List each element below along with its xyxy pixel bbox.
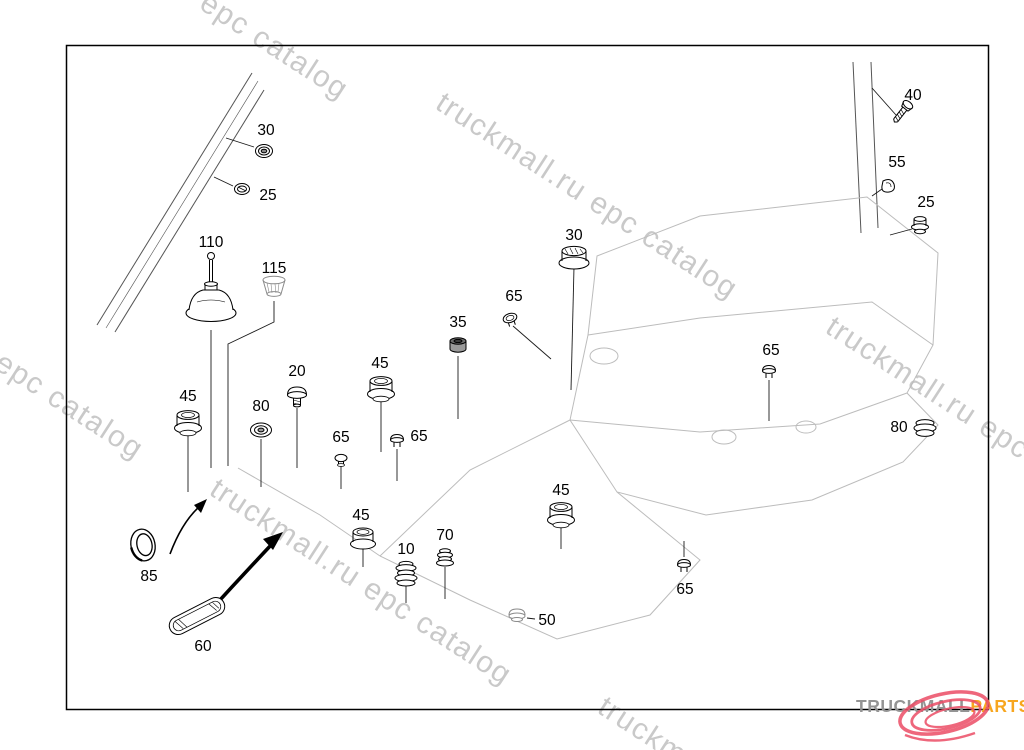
part-label-55[interactable]: 55 bbox=[888, 154, 906, 171]
part-plug-45-lower bbox=[350, 527, 376, 550]
part-clip-55 bbox=[881, 179, 895, 193]
part-label-65[interactable]: 65 bbox=[762, 342, 780, 359]
part-plug-35 bbox=[449, 337, 467, 353]
part-label-35[interactable]: 35 bbox=[449, 314, 467, 331]
direction-arrows bbox=[169, 499, 283, 614]
part-ring-85 bbox=[130, 528, 156, 562]
part-cap-65-c bbox=[390, 433, 404, 447]
part-label-65[interactable]: 65 bbox=[505, 288, 523, 305]
part-bellows-10 bbox=[394, 560, 418, 587]
part-label-10[interactable]: 10 bbox=[397, 541, 415, 558]
brand-name: TRUCKMALL bbox=[856, 696, 971, 716]
leader-lines bbox=[187, 87, 913, 620]
part-plug-20 bbox=[287, 386, 307, 408]
part-plug-45-a bbox=[367, 376, 395, 403]
part-plate-60 bbox=[168, 596, 226, 636]
body-panel-right bbox=[852, 61, 879, 234]
part-label-115[interactable]: 115 bbox=[261, 260, 287, 277]
part-label-80[interactable]: 80 bbox=[252, 398, 270, 415]
part-label-30[interactable]: 30 bbox=[257, 122, 275, 139]
part-plug-50 bbox=[508, 608, 526, 622]
body-panel-left bbox=[96, 72, 265, 333]
part-label-65[interactable]: 65 bbox=[676, 581, 694, 598]
drawing-frame bbox=[65, 44, 990, 711]
part-label-80[interactable]: 80 bbox=[890, 419, 908, 436]
part-plug-45-b bbox=[174, 410, 202, 437]
brand-suffix: PARTS bbox=[970, 696, 1024, 716]
part-cap-65-lowerright bbox=[677, 558, 691, 572]
part-grommet-25-topleft bbox=[234, 183, 250, 195]
part-label-65[interactable]: 65 bbox=[332, 429, 350, 446]
part-grommet-30-topleft bbox=[255, 144, 273, 158]
part-label-50[interactable]: 50 bbox=[538, 612, 556, 629]
part-label-65[interactable]: 65 bbox=[410, 428, 428, 445]
part-screw-40 bbox=[893, 99, 914, 123]
part-grommet-80-right bbox=[913, 419, 937, 437]
part-label-45[interactable]: 45 bbox=[552, 482, 570, 499]
part-label-85[interactable]: 85 bbox=[140, 568, 158, 585]
part-label-45[interactable]: 45 bbox=[371, 355, 389, 372]
part-cap-65-b bbox=[334, 453, 348, 467]
part-plug-30-center bbox=[558, 245, 590, 270]
part-label-30[interactable]: 30 bbox=[565, 227, 583, 244]
part-label-25[interactable]: 25 bbox=[259, 187, 277, 204]
part-plug-25-right bbox=[911, 216, 929, 235]
part-label-40[interactable]: 40 bbox=[904, 87, 922, 104]
part-label-20[interactable]: 20 bbox=[288, 363, 306, 380]
part-label-60[interactable]: 60 bbox=[194, 638, 212, 655]
part-grommet-80-a bbox=[250, 422, 272, 438]
part-plug-45-center bbox=[547, 502, 575, 529]
part-label-45[interactable]: 45 bbox=[179, 388, 197, 405]
part-cap-65-a bbox=[502, 312, 518, 327]
part-bellows-70 bbox=[436, 548, 454, 567]
part-plug-110 bbox=[185, 252, 237, 322]
part-label-45[interactable]: 45 bbox=[352, 507, 370, 524]
part-label-25[interactable]: 25 bbox=[917, 194, 935, 211]
part-label-70[interactable]: 70 bbox=[436, 527, 454, 544]
part-cone-115 bbox=[262, 275, 286, 297]
brand-logo: TRUCKMALLPARTS bbox=[856, 696, 1024, 717]
part-label-110[interactable]: 110 bbox=[198, 234, 224, 251]
part-cap-65-right bbox=[762, 364, 776, 378]
